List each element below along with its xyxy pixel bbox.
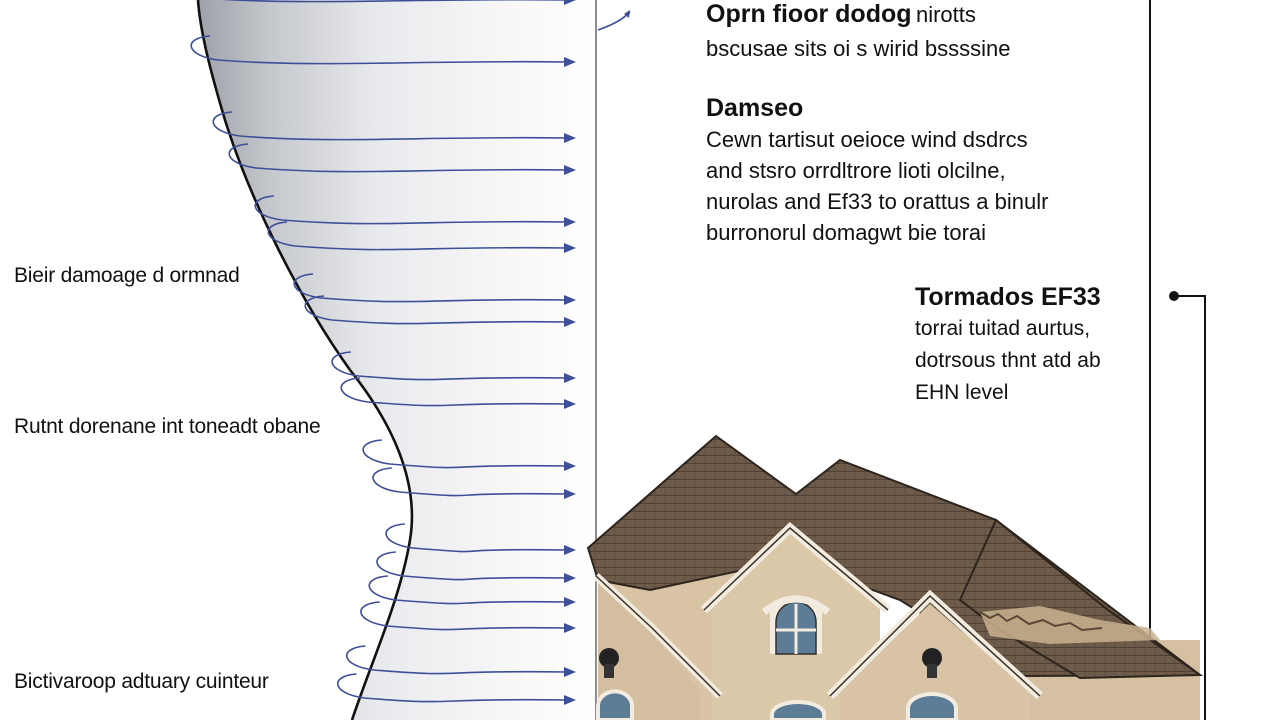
wind-arrow-icon: [624, 10, 630, 18]
house-gable-left: [598, 582, 700, 720]
side-label-middle: Rutnt dorenane int toneadt obane: [14, 415, 321, 438]
wind-arrow-icon: [372, 467, 569, 497]
wind-arrow-icon: [564, 133, 576, 143]
callout-damage: Damseo Cewn tartisut oeioce wind dsdrcs …: [706, 94, 1048, 248]
wind-arrow-icon: [564, 165, 576, 175]
callout-tornado-heading: Tormados EF33: [915, 283, 1101, 311]
wind-arrow-icon: [564, 373, 576, 383]
wind-arrow-icon: [362, 439, 569, 469]
callout-floor-line: bscusae sits oi s wirid bssssine: [706, 36, 1011, 61]
wind-arrow-icon: [340, 377, 569, 407]
callout-leader-line: [1174, 295, 1206, 720]
house-window-upper: [761, 595, 831, 655]
callout-floor-heading-suffix: nirotts: [915, 2, 976, 27]
callout-damage-line: Cewn tartisut oeioce wind dsdrcs: [706, 127, 1028, 152]
wind-arrow-icon: [564, 0, 576, 5]
house-wall-lamp-left: [599, 648, 619, 678]
callout-damage-heading: Damseo: [706, 94, 804, 122]
wind-arrow-icon: [254, 195, 569, 225]
wind-arrow-icon: [212, 111, 569, 141]
callout-damage-line: burronorul domagwt bie torai: [706, 220, 987, 245]
wind-arrow-icon: [368, 575, 569, 605]
side-label-top: Bieir damoage d ormnad: [14, 264, 240, 287]
house-window-lower-center: [770, 700, 826, 720]
wind-arrows: [190, 0, 576, 705]
wind-arrow-icon: [564, 545, 576, 555]
wind-arrow-icon: [190, 35, 569, 65]
callout-floor: Oprn fioor dodog nirotts bscusae sits oi…: [706, 0, 1010, 64]
wind-arrow-icon: [267, 221, 569, 251]
wind-arrow-icon: [376, 551, 569, 581]
callout-tornado-line: EHN level: [915, 381, 1009, 404]
callout-tornado-line: torrai tuitad aurtus,: [915, 317, 1091, 340]
house-roof-damage-edge: [979, 611, 1103, 632]
wind-arrow-icon: [564, 317, 576, 327]
wind-arrow-icon: [564, 597, 576, 607]
side-label-bottom: Bictivaroop adtuary cuinteur: [14, 670, 269, 693]
wind-arrow-icon: [564, 623, 576, 633]
callout-tornado-rating: Tormados EF33 torrai tuitad aurtus, dotr…: [915, 283, 1101, 409]
wind-arrow-icon: [360, 601, 569, 631]
wind-arrow-icon: [564, 489, 576, 499]
wind-arrow-icon: [345, 645, 569, 675]
callout-floor-heading: Oprn fioor dodog: [706, 0, 912, 28]
wind-arrow-icon: [564, 243, 576, 253]
wind-arrow-icon: [385, 523, 569, 553]
callout-tornado-line: dotrsous thnt atd ab: [915, 349, 1101, 372]
wind-arrow-icon: [564, 57, 576, 67]
callout-dot-icon: [1169, 291, 1179, 301]
wind-arrow-icon: [564, 573, 576, 583]
tornado-funnel: [198, 0, 596, 720]
house-wall-lamp-right: [922, 648, 942, 678]
callout-damage-line: and stsro orrdltrore lioti olcilne,: [706, 158, 1006, 183]
wind-arrow-icon: [228, 143, 569, 173]
callout-damage-line: nurolas and Ef33 to orattus a binulr: [706, 189, 1049, 214]
tornado-funnel-outline: [196, 0, 414, 720]
damaged-house: [586, 434, 1204, 720]
wind-arrow-icon: [293, 273, 569, 303]
wind-arrow-icon: [564, 667, 576, 677]
wind-arrow-icon: [221, 0, 568, 3]
house-window-lower-left: [596, 689, 634, 720]
house-roof-damage: [980, 606, 1160, 644]
wind-arrow-icon: [336, 673, 569, 703]
house-window-lower-right: [906, 692, 958, 720]
wind-arrow-icon: [564, 295, 576, 305]
wind-arrow-icon: [564, 217, 576, 227]
wind-arrow-icon: [564, 461, 576, 471]
wind-arrow-icon: [564, 399, 576, 409]
wind-arrow-icon: [564, 695, 576, 705]
wind-arrow-icon: [331, 351, 569, 381]
wind-arrow-icon: [304, 295, 569, 325]
